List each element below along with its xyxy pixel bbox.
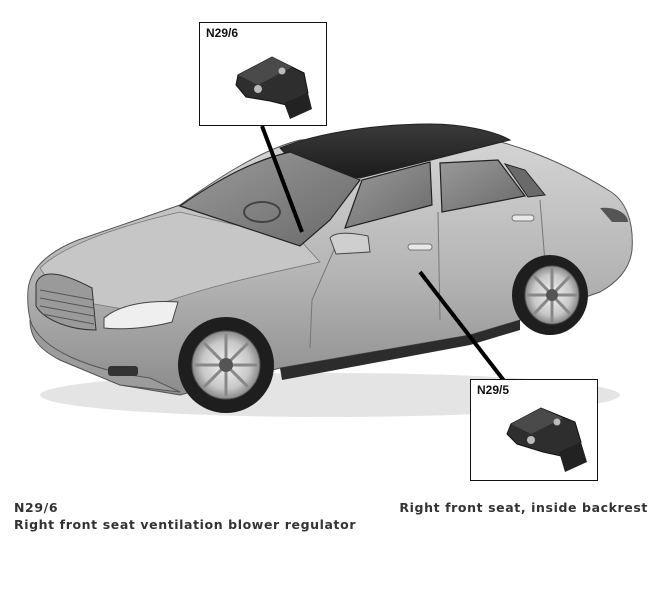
legend-location: Right front seat, inside backrest [399, 500, 648, 515]
front-wheel [178, 317, 274, 413]
windshield [178, 151, 361, 247]
front-door-line [309, 235, 341, 349]
legend-description: Right front seat ventilation blower regu… [14, 517, 357, 532]
rocker-panel [280, 320, 520, 380]
fog-light [108, 366, 138, 376]
callout-n29-5: N29/5 [470, 379, 598, 481]
grille-slats [39, 289, 95, 325]
steering-wheel [243, 201, 281, 223]
leader-line-n29-6 [260, 125, 304, 233]
connector-module-icon [506, 407, 587, 472]
rear-door-handle [511, 214, 535, 222]
rear-wheel [512, 255, 588, 335]
front-door-handle [407, 243, 433, 251]
headlight [103, 301, 179, 330]
legend-code: N29/6 [14, 500, 59, 515]
rear-side-window [439, 159, 527, 213]
front-bumper [29, 319, 181, 393]
rear-door-line [437, 211, 441, 321]
callout-label-n29-6: N29/6 [206, 26, 239, 40]
connector-module-icon [235, 56, 312, 119]
front-side-window [344, 161, 433, 229]
car-roof [279, 123, 512, 179]
leader-line-n29-5 [418, 270, 507, 384]
side-mirror [329, 232, 371, 255]
rear-quarter-window [503, 163, 546, 198]
tail-light [600, 207, 628, 222]
callout-label-n29-5: N29/5 [477, 383, 510, 397]
car-hood [39, 211, 321, 313]
callout-n29-6: N29/6 [199, 22, 327, 126]
